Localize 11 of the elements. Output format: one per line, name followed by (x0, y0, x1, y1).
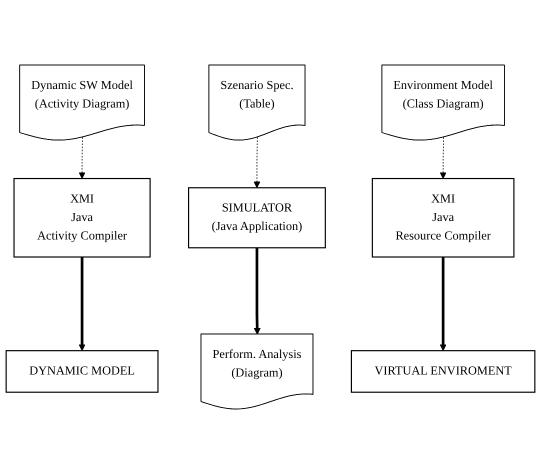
arrow (254, 136, 260, 188)
node-box: XMI Java Activity Compiler (13, 178, 151, 258)
node-box: DYNAMIC MODEL (6, 350, 159, 393)
node-box: SIMULATOR (Java Application) (188, 187, 326, 248)
node-box: XMI Java Resource Compiler (372, 178, 514, 258)
arrow (440, 257, 447, 351)
arrow (440, 136, 447, 179)
arrow (78, 136, 86, 179)
arrow (254, 248, 261, 335)
node-box: VIRTUAL ENVIROMENT (350, 350, 536, 393)
arrow (78, 257, 86, 351)
